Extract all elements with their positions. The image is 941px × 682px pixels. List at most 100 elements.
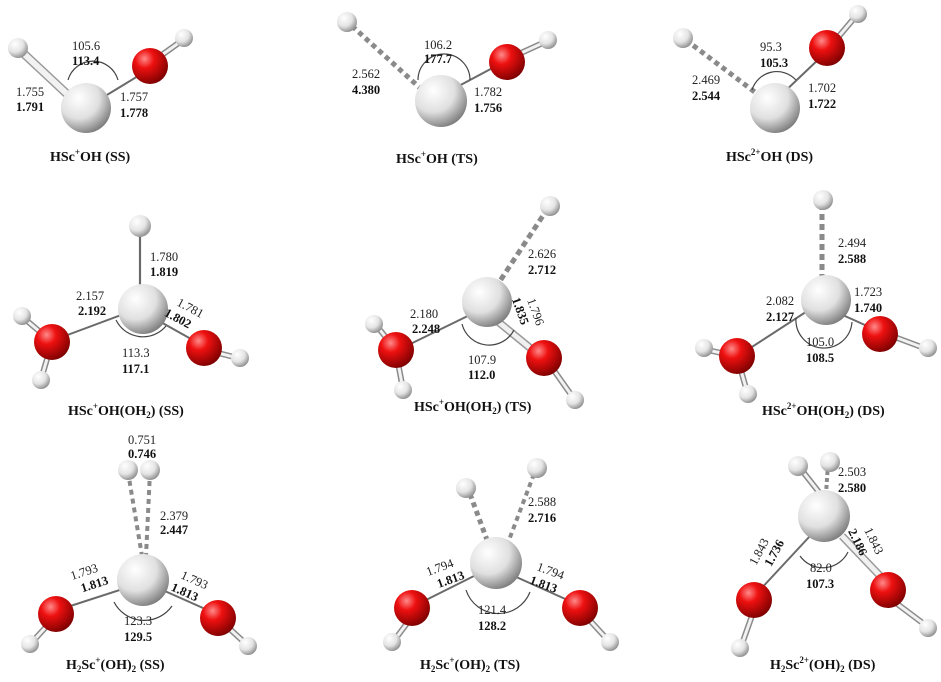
bond-o-label: 1.702 [808,81,836,95]
bond-oh-labels: 1.781 1.802 [162,295,206,331]
bond-h-label: 2.469 [692,73,720,87]
bond-h2-label-bold: 2.447 [160,523,188,537]
bond-h-label: 1.755 [16,85,44,99]
bond-o-label-bold: 1.778 [120,106,148,120]
angle-label-bold: 108.5 [806,351,834,365]
hydrogen-atom [118,460,138,480]
angle-label-bold: 113.4 [72,54,100,68]
bond-ol-labels: 1.793 1.813 [69,561,110,595]
h-h-label: 0.751 [128,433,156,447]
hydrogen-atom [383,633,401,651]
hydrogen-atom [788,456,808,476]
bond-h2-label: 2.588 [528,495,556,509]
angle-label-bold: 105.3 [760,56,788,70]
panel-8-h2sc-oh2-ts: 2.588 2.716 1.794 1.813 1.794 1.813 121.… [383,458,619,651]
bond-water-label: 2.082 [766,294,794,308]
bond-or-labels: 1.794 1.813 [528,560,567,596]
scandium-atom [61,83,111,133]
bond-h-label-bold: 4.380 [352,83,380,97]
angle-label-bold: 112.0 [468,368,495,382]
hydrogen-atom [813,190,833,210]
hydrogen-atom [731,639,749,657]
oxygen-atom [719,338,755,374]
angle-label-bold: 128.2 [478,619,506,633]
oxygen-atom [34,324,70,360]
panel-4-hsc-oh-oh2-ss: 1.780 1.819 2.157 2.192 1.781 1.802 113.… [13,215,249,389]
oxygen-atom [200,600,236,636]
panel-2-hsc-oh-ts: 106.2 177.7 2.562 4.380 1.782 1.756 [337,12,557,127]
hydrogen-atom [849,5,867,23]
hydrogen-atom [231,349,249,367]
bond-water-label: 2.180 [410,307,438,321]
oxygen-atom [132,48,168,84]
caption-panel-7: H2Sc+(OH)2 (SS) [66,655,165,674]
panel-1-hsc-oh-ss: 105.6 113.4 1.755 1.791 1.757 1.778 [8,29,193,133]
panel-5-hsc-oh-oh2-ts: 2.626 2.712 2.180 2.248 1.796 1.835 107.… [365,196,584,409]
hydrogen-atom [601,633,619,651]
angle-label-bold: 117.1 [122,362,149,376]
caption-panel-6: HSc2+OH(OH2) (DS) [762,401,885,420]
hydrogen-atom [8,38,28,58]
hydrogen-atom [456,478,476,498]
oxygen-atom [394,590,430,626]
bond-h-label: 2.626 [528,247,556,261]
caption-panel-3: HSc2+OH (DS) [726,147,814,166]
hydrogen-atom [239,637,257,655]
bond-water-label-bold: 2.192 [78,304,106,318]
hydrogen-atom [820,452,840,472]
oxygen-atom [489,44,525,80]
bond-ol-labels: 1.794 1.813 [424,556,466,591]
angle-label: 121.4 [478,603,507,617]
caption-panel-5: HSc+OH(OH2) (TS) [414,397,532,416]
oxygen-atom [562,590,598,626]
bond-h-label-bold: 2.544 [692,89,721,103]
oxygen-atom [870,572,906,608]
bond-water-label: 2.157 [76,289,104,303]
bond-h-label-bold: 2.588 [838,252,866,266]
hydrogen-atom [365,315,383,333]
hydrogen-atom [566,391,584,409]
oxygen-atom [38,596,74,632]
hydrogen-atom [13,307,31,325]
bond-water-label-bold: 2.127 [766,310,794,324]
hydrogen-atom [21,635,39,653]
bond-h-label: 2.562 [352,67,380,81]
scandium-atom [801,275,851,325]
angle-label-bold: 129.5 [124,630,152,644]
bond-h2-label-bold: 2.580 [838,481,866,495]
hydrogen-atom [337,12,357,32]
hydrogen-atom [32,371,50,389]
bond-oh-label: 1.723 [854,285,882,299]
caption-panel-9: H2Sc2+(OH)2 (DS) [770,655,876,674]
hydrogen-atom [540,196,560,216]
oxygen-atom [378,332,414,368]
hydrogen-atom [129,215,151,237]
angle-label: 113.3 [122,346,150,360]
scandium-atom [798,490,850,542]
hydrogen-atom [140,460,160,480]
bond-h-label: 2.494 [838,236,867,250]
scandium-atom [118,284,168,334]
caption-panel-2: HSc+OH (TS) [396,149,478,168]
hydrogen-atom [175,29,193,47]
bond-o-label: 1.782 [474,85,502,99]
scandium-atom [462,277,512,327]
oxygen-atom [809,30,845,66]
hydrogen-atom [919,339,937,357]
panel-7-h2sc-oh2-ss: 0.751 0.746 2.379 2.447 1.793 1.813 1.79… [21,433,257,655]
hydrogen-atom [527,458,547,478]
bond-water-label-bold: 2.248 [412,322,440,336]
oxygen-atom [862,316,898,352]
bond-o-label-bold: 1.722 [808,97,836,111]
hydrogen-atom [394,381,412,399]
oxygen-atom [736,582,772,618]
oxygen-atom [526,340,562,376]
bond-h-label: 1.780 [150,250,178,264]
angle-label-bold: 107.3 [806,577,834,591]
angle-label: 107.9 [468,353,496,367]
caption-panel-1: HSc+OH (SS) [50,147,131,166]
oxygen-atom [186,330,222,366]
hydrogen-atom [539,31,557,49]
